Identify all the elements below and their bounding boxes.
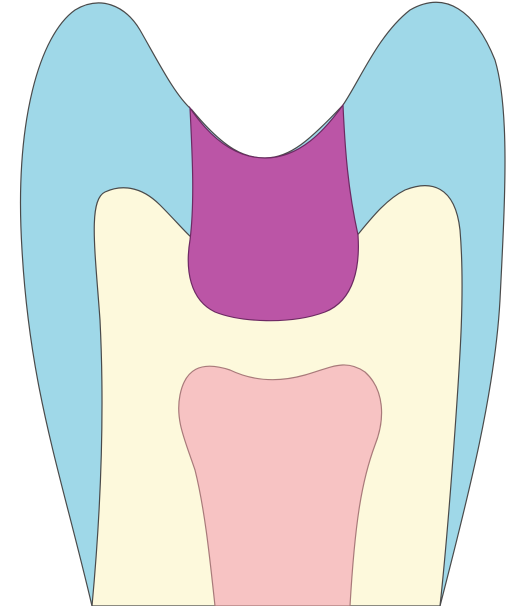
- filling-layer: [188, 105, 358, 321]
